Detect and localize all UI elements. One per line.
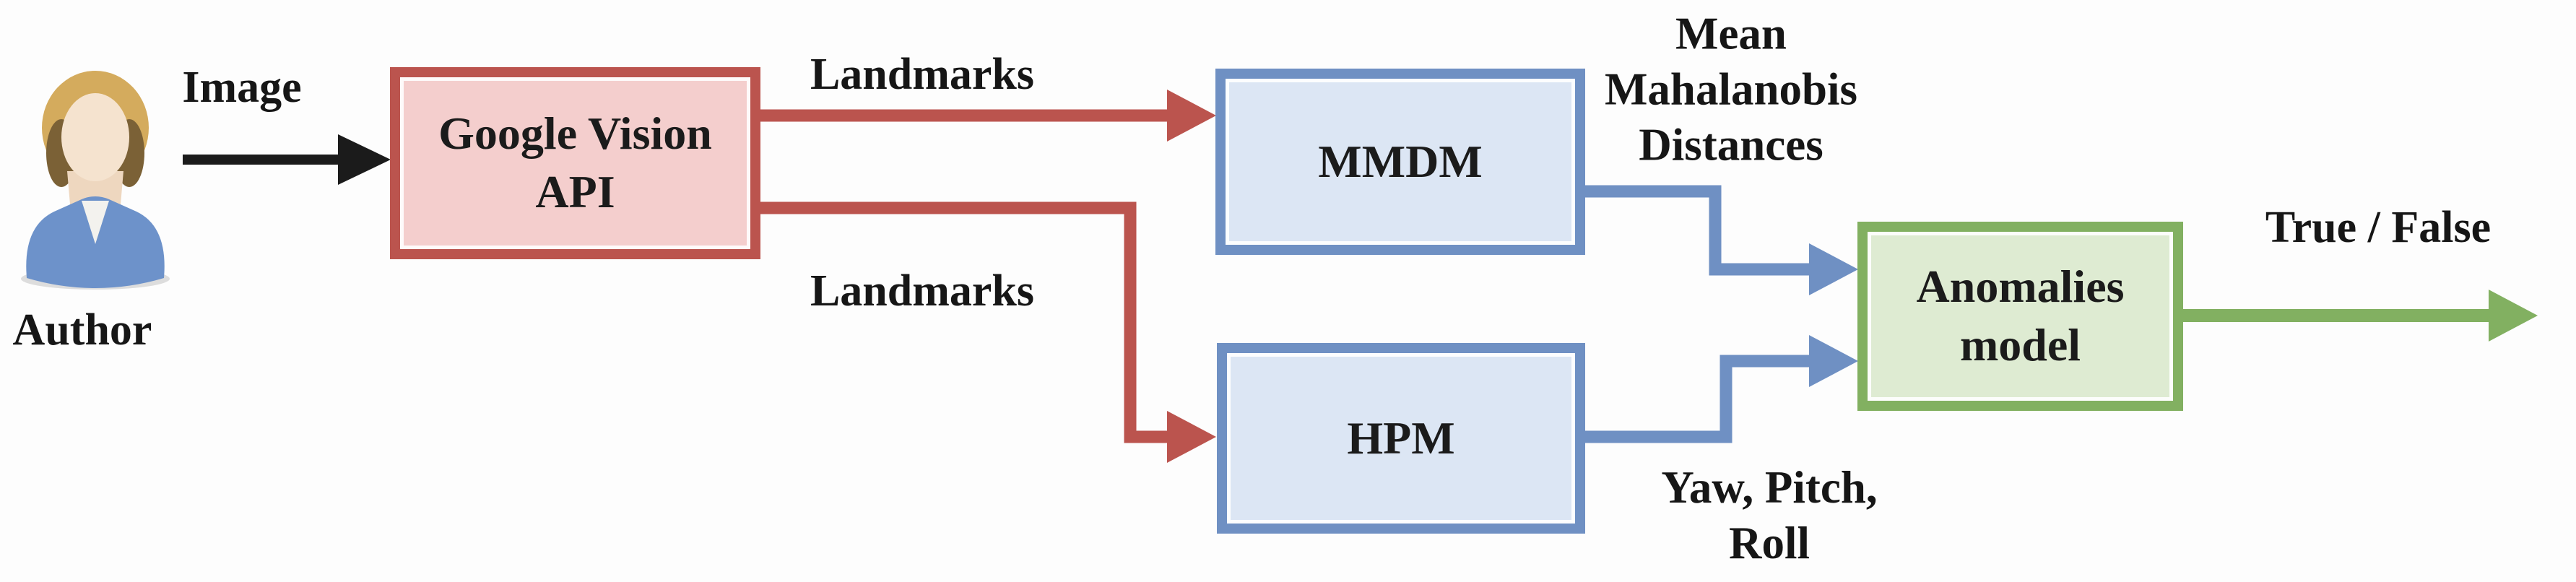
node-label-line: model: [1959, 319, 2081, 370]
node-label-line: API: [535, 166, 615, 217]
node-anomalies-model: Anomalies model: [1857, 222, 2183, 411]
edge-label-line: Distances: [1639, 119, 1823, 170]
node-label-line: MMDM: [1318, 135, 1483, 187]
arrow-output-head: [2489, 290, 2538, 342]
edge-label-true-false: True / False: [2265, 203, 2492, 253]
edge-label-line: Mean: [1675, 8, 1787, 59]
arrow-ypr-line: [1585, 355, 1810, 443]
arrow-ypr-head: [1809, 335, 1858, 387]
node-google-vision-api: Google Vision API: [390, 67, 760, 259]
author-label: Author: [12, 305, 152, 355]
node-label-line: Google Vision: [438, 108, 712, 160]
avatar-shirt: [82, 201, 109, 244]
arrow-mmd-line: [1585, 185, 1810, 276]
node-hpm: HPM: [1217, 343, 1585, 534]
node-label-line: HPM: [1347, 412, 1455, 464]
edge-label-line: Yaw, Pitch,: [1661, 462, 1878, 513]
node-mmdm: MMDM: [1215, 69, 1585, 255]
arrow-image-head: [338, 134, 391, 185]
edge-label-image: Image: [182, 63, 302, 113]
node-label-line: Anomalies: [1916, 261, 2125, 313]
edge-label-landmarks-bottom: Landmarks: [810, 266, 1035, 316]
arrow-landmarks-bottom-head: [1167, 411, 1216, 463]
edge-label-line: Roll: [1728, 518, 1810, 568]
edge-label-mean-mahalanobis-distances: Mean Mahalanobis Distances: [1605, 6, 1857, 173]
arrow-mmd-head: [1809, 243, 1858, 295]
edge-label-line: Mahalanobis: [1604, 64, 1858, 115]
arrow-landmarks-bottom-line: [760, 201, 1168, 443]
avatar-face: [61, 93, 129, 181]
author-avatar-icon: [21, 71, 170, 290]
edge-label-yaw-pitch-roll: Yaw, Pitch, Roll: [1661, 460, 1877, 571]
arrow-landmarks-top-head: [1167, 90, 1216, 142]
edge-label-landmarks-top: Landmarks: [810, 50, 1035, 100]
